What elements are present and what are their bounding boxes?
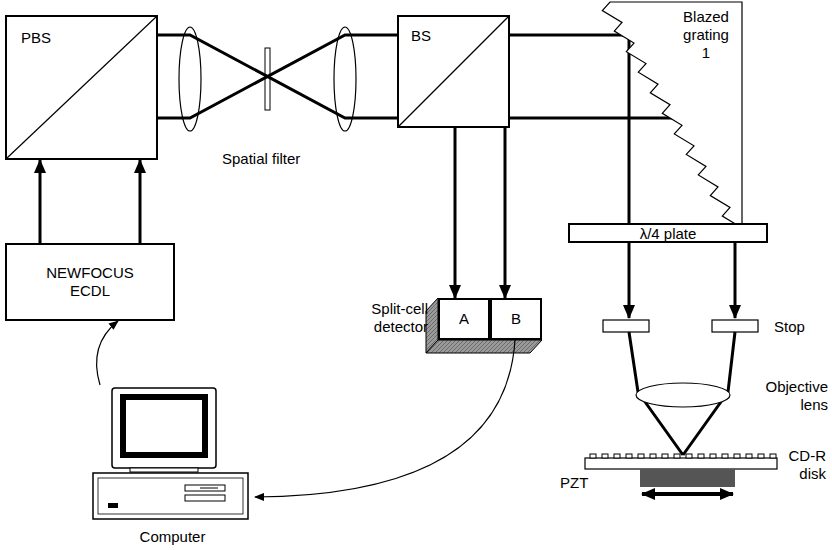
node-text: λ/4 plate [640,226,697,241]
part-label: Split-cell detector [340,300,428,336]
light-beam [504,128,507,298]
node-text: BS [411,27,431,45]
blazed-grating: Blazed grating 1 [605,0,750,240]
light-beam [139,160,142,243]
part-label: Stop [774,318,805,336]
computer: Computer [90,385,255,547]
node-text: PBS [21,29,51,47]
part-label: Objective lens [758,378,828,414]
disk-grooves [590,454,776,458]
node-text: A [459,310,469,328]
part-label: Spatial filter [222,150,300,168]
beam [628,243,631,318]
stop [603,320,649,332]
computer-icon [90,385,255,547]
signal-arrow [255,340,515,497]
waveplate: λ/4 plate [568,223,768,243]
light-beam [158,35,397,118]
beam [734,243,737,318]
light-beam [158,35,397,118]
cd-disk [585,458,777,469]
light-beam [39,160,42,243]
detector-cell: B [490,298,542,340]
stop [712,320,758,332]
pzt-block [640,469,735,487]
detector-cell: A [438,298,490,340]
node-text: Computer [90,528,255,546]
node-text: B [511,310,521,328]
signal-arrow [97,321,118,385]
light-beam [454,128,457,298]
objective-lens [636,383,730,407]
beam-splitter-cube: BS [397,15,510,128]
laser-box: NEWFOCUS ECDL [5,243,175,321]
scan-arrow [642,492,733,496]
light-beam [628,35,631,223]
detector-bottom [426,340,542,353]
light-beam [510,34,629,37]
node-text: Blazed grating 1 [679,8,733,62]
beam-splitter-cube: PBS [5,15,158,160]
part-label: PZT [560,474,588,492]
part-label: CD-R disk [782,447,826,483]
node-text: NEWFOCUS ECDL [40,264,140,300]
